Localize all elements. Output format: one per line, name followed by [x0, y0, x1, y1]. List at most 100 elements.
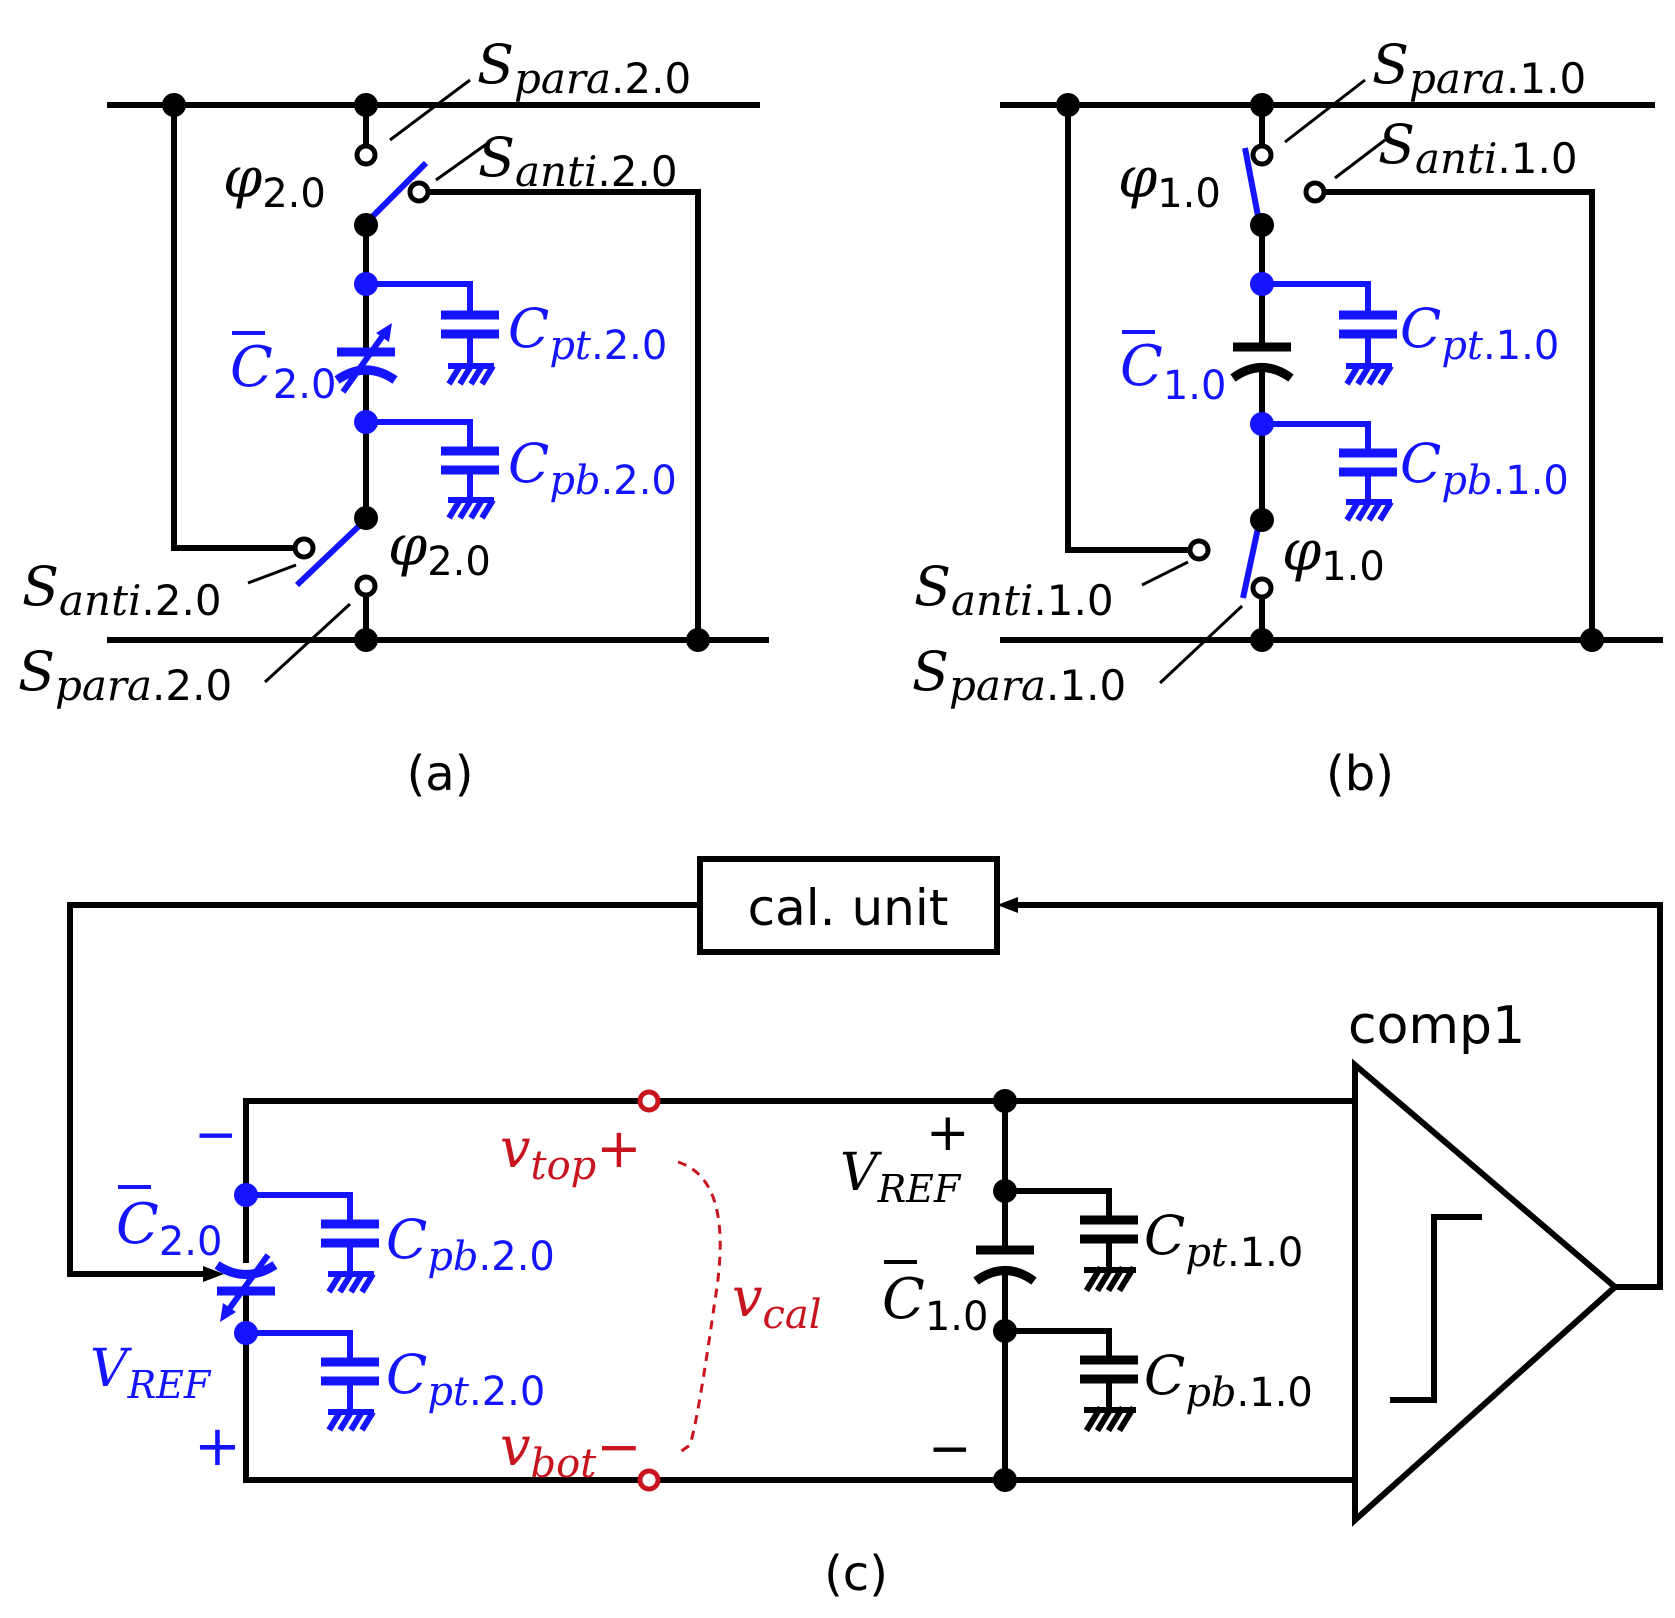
- cpt-wire: [1002, 1188, 1112, 1219]
- junction-dot: [1250, 272, 1274, 296]
- junction-dot: [993, 1319, 1017, 1343]
- switch-terminal: [407, 180, 431, 204]
- cpb-wire: [366, 419, 473, 447]
- label-plus-right: +: [926, 1103, 970, 1163]
- switch-terminal: [1250, 576, 1274, 600]
- label-minus-right: −: [928, 1419, 972, 1479]
- leader-line: [1141, 560, 1189, 587]
- junction-dot: [1250, 213, 1274, 237]
- cpb-wire: [1002, 1328, 1112, 1359]
- label-c10: C1.0: [882, 1267, 988, 1340]
- junction-dot: [993, 1179, 1017, 1203]
- comparator-label: comp1: [1348, 996, 1525, 1056]
- left-loop-wire: [171, 102, 298, 551]
- comparator-triangle: [1352, 1058, 1620, 1527]
- label-s-anti-bottom: Santi.1.0: [914, 555, 1114, 625]
- switch-blade-top: [1242, 147, 1261, 217]
- junction-dot: [993, 1468, 1017, 1492]
- label-cpt10: Cpt.1.0: [1144, 1204, 1303, 1276]
- junction-dot: [354, 410, 378, 434]
- label-phi-bottom: φ1.0: [1282, 519, 1385, 590]
- junction-dot: [354, 506, 378, 530]
- arrow-head-icon: [376, 323, 392, 342]
- capacitor-plate-curved: [334, 365, 398, 384]
- cpt-wire: [246, 1330, 353, 1358]
- switch-blade-bottom: [1240, 527, 1261, 599]
- capacitor-plate-curved: [214, 1261, 278, 1279]
- ground-icon: [1344, 499, 1394, 522]
- label-s-anti-top: Santi.2.0: [478, 126, 678, 196]
- arrow-head-icon: [997, 897, 1018, 913]
- leader-line: [1284, 78, 1366, 144]
- label-s-para-top: Spara.2.0: [477, 33, 691, 103]
- label-vref-right: VREF: [840, 1143, 962, 1211]
- label-phi-top: φ1.0: [1118, 146, 1221, 217]
- junction-dot: [1056, 93, 1080, 117]
- switch-terminal: [1187, 538, 1211, 562]
- junction-dot: [234, 1183, 258, 1207]
- leader-line: [1158, 604, 1244, 685]
- label-cpt: Cpt.1.0: [1400, 297, 1559, 369]
- caption-b: (b): [1326, 746, 1394, 802]
- label-vref-left: VREF: [90, 1339, 212, 1407]
- variable-arrow: [340, 332, 387, 394]
- label-c20: C2.0: [116, 1192, 222, 1265]
- leader-line: [263, 602, 352, 684]
- junction-dot: [234, 1321, 258, 1345]
- switch-blade-bottom: [294, 523, 362, 588]
- label-cpb10: Cpb.1.0: [1144, 1344, 1313, 1416]
- feedback-wire-left: [67, 902, 703, 1277]
- ground-icon: [1344, 363, 1394, 386]
- junction-dot: [1250, 508, 1274, 532]
- switch-terminal: [354, 574, 378, 598]
- left-loop-wire: [1065, 102, 1193, 553]
- leader-line: [247, 563, 297, 585]
- leader-line: [435, 141, 489, 182]
- vtop-terminal: [637, 1089, 661, 1113]
- label-cpb20: Cpb.2.0: [386, 1208, 555, 1280]
- label-cpt20: Cpt.2.0: [386, 1343, 545, 1415]
- switch-terminal: [354, 143, 378, 167]
- junction-dot: [686, 628, 710, 652]
- junction-dot: [1250, 93, 1274, 117]
- label-s-anti-bottom: Santi.2.0: [22, 555, 222, 625]
- ground-icon: [326, 1271, 376, 1294]
- label-s-para-bottom: Spara.2.0: [18, 640, 232, 710]
- label-cpt: Cpt.2.0: [508, 297, 667, 369]
- switch-terminal: [292, 536, 316, 560]
- junction-dot: [162, 93, 186, 117]
- ground-icon: [326, 1409, 376, 1432]
- switch-blade-top: [369, 160, 429, 220]
- cal-unit-label: cal. unit: [748, 879, 949, 937]
- cpb-wire: [246, 1192, 353, 1220]
- ground-icon: [446, 497, 496, 520]
- junction-dot: [1580, 628, 1604, 652]
- junction-dot: [354, 213, 378, 237]
- cpb-wire: [1262, 421, 1371, 449]
- label-plus-left: +: [194, 1414, 241, 1479]
- label-vbot: vbot−: [500, 1415, 642, 1487]
- junction-dot: [354, 272, 378, 296]
- caption-a: (a): [407, 746, 474, 802]
- variable-arrow: [224, 1253, 271, 1314]
- label-vtop: vtop+: [500, 1117, 642, 1189]
- vbot-terminal: [637, 1468, 661, 1492]
- switch-terminal: [1303, 180, 1327, 204]
- leader-line: [1334, 138, 1386, 180]
- label-s-para-top: Spara.1.0: [1372, 33, 1586, 103]
- capacitor-plate-curved: [1230, 363, 1294, 382]
- step-function-icon: [1390, 1214, 1482, 1403]
- ground-icon: [1083, 1265, 1137, 1293]
- label-minus-left: −: [194, 1105, 238, 1165]
- label-s-para-bottom: Spara.1.0: [912, 640, 1126, 710]
- junction-dot: [354, 93, 378, 117]
- cpt-wire: [366, 281, 473, 311]
- switch-terminal: [1250, 143, 1274, 167]
- panel-a: Spara.2.0 Santi.2.0 φ2.0 C2.0 Cpt.2.0 Cp…: [18, 33, 769, 802]
- junction-dot: [1250, 412, 1274, 436]
- label-cpb: Cpb.1.0: [1400, 432, 1569, 504]
- ground-icon: [446, 363, 496, 386]
- label-phi-bottom: φ2.0: [388, 514, 491, 585]
- label-cpb: Cpb.2.0: [508, 432, 677, 504]
- right-loop-wire: [1315, 189, 1595, 643]
